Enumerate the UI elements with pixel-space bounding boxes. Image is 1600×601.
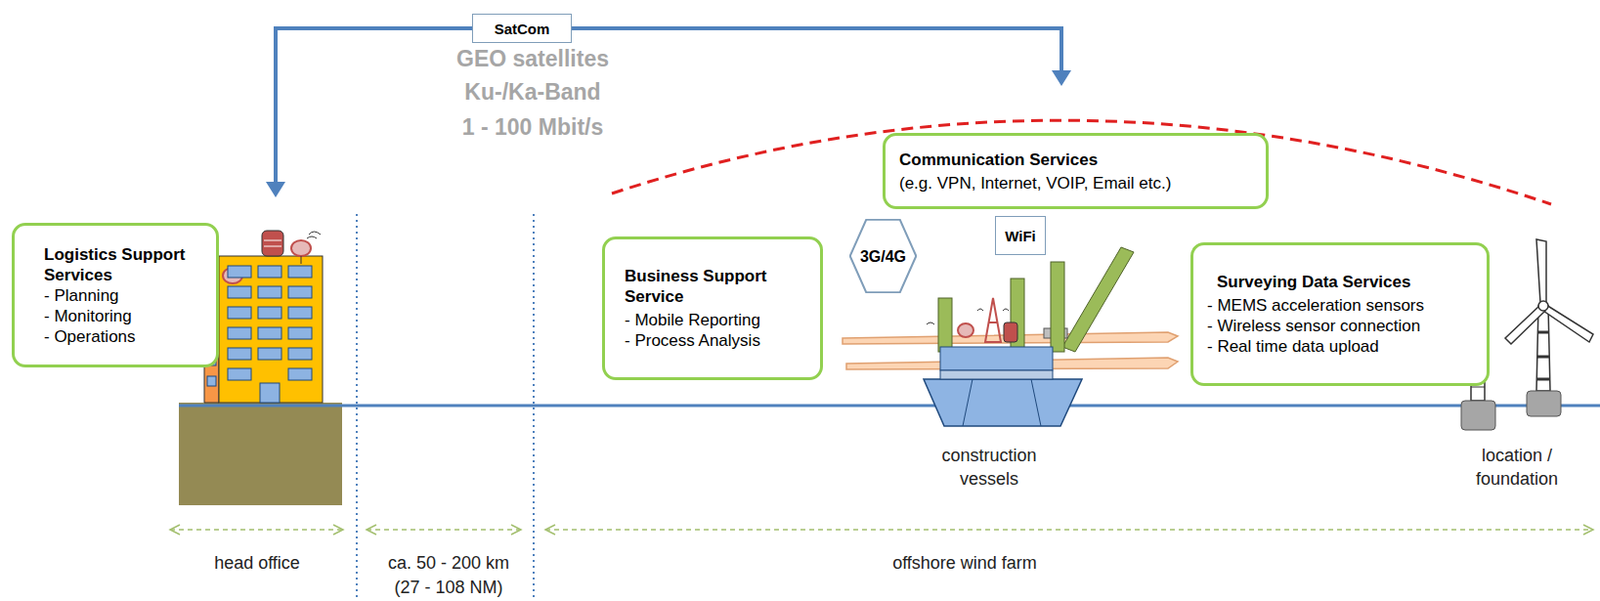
- window: [258, 306, 282, 319]
- window: [258, 327, 282, 340]
- window: [288, 286, 312, 299]
- window: [288, 265, 312, 278]
- node-heading: Communication Services: [899, 149, 1256, 171]
- window: [288, 327, 312, 340]
- separator: [355, 214, 358, 601]
- caption-label: construction vessels: [930, 443, 1048, 491]
- node-text: - MEMS acceleration sensors: [1207, 295, 1479, 316]
- caption-label: head office: [211, 551, 303, 575]
- wifi-box: WiFi: [994, 216, 1046, 256]
- node-text: - Monitoring: [43, 305, 209, 327]
- caption-label: ca. 50 - 200 km: [385, 551, 513, 575]
- caption-label: location / foundation: [1463, 443, 1571, 491]
- window: [288, 306, 312, 319]
- window: [227, 306, 252, 319]
- node-text: - Process Analysis: [624, 330, 813, 351]
- node-text: (e.g. VPN, Internet, VOIP, Email etc.): [899, 172, 1256, 194]
- link-spec: GEO satellites: [456, 46, 609, 71]
- window: [227, 347, 252, 360]
- ground: [178, 402, 343, 506]
- node-heading: Surveying Data Services: [1207, 271, 1479, 293]
- window: [288, 347, 312, 360]
- window: [258, 265, 282, 278]
- node-heading: WiFi: [1004, 225, 1037, 247]
- separator: [532, 214, 535, 601]
- satcom-box: SatCom: [472, 13, 572, 44]
- network-hexagon: 3G/4G: [849, 218, 917, 294]
- window: [227, 265, 252, 278]
- node-heading: SatCom: [494, 18, 551, 40]
- window: [288, 368, 312, 381]
- dimension-lines: [170, 528, 1594, 531]
- node-text: - Wireless sensor connection: [1207, 315, 1479, 337]
- service-box: Logistics Support Services- Planning- Mo…: [11, 222, 219, 368]
- caption-label: offshore wind farm: [889, 551, 1040, 575]
- link-spec: Ku-/Ka-Band: [464, 80, 601, 104]
- service-box: Communication Services(e.g. VPN, Interne…: [882, 132, 1269, 210]
- window: [227, 286, 252, 299]
- node-heading: Logistics Support Services: [43, 244, 209, 286]
- service-box: Business Support Service- Mobile Reporti…: [602, 236, 823, 381]
- node-text: - Real time data upload: [1207, 336, 1479, 357]
- node-heading: Business Support Service: [624, 265, 813, 307]
- window: [227, 327, 252, 340]
- node-heading: 3G/4G: [860, 246, 907, 267]
- service-box: Surveying Data Services- MEMS accelerati…: [1190, 242, 1490, 387]
- node-text: - Mobile Reporting: [624, 309, 813, 331]
- node-text: - Operations: [43, 326, 209, 347]
- window: [227, 368, 252, 381]
- caption-label: (27 - 108 NM): [390, 575, 506, 600]
- head-office-building: [204, 230, 323, 403]
- link-spec: 1 - 100 Mbit/s: [462, 115, 604, 139]
- window: [258, 347, 282, 360]
- sea-line: [178, 404, 1600, 408]
- node-text: - Planning: [43, 285, 209, 306]
- window: [207, 376, 217, 387]
- window: [258, 286, 282, 299]
